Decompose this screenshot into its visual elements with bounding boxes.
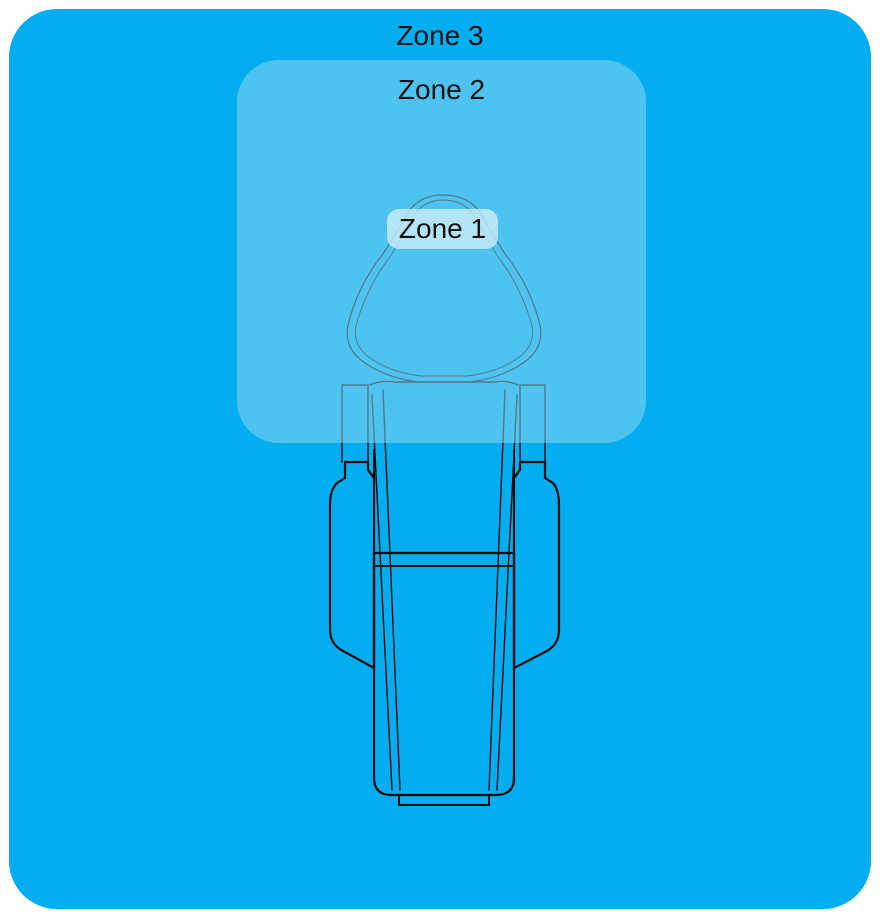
right-armrest bbox=[512, 460, 561, 670]
seat bbox=[372, 551, 516, 797]
zone-1-label: Zone 1 bbox=[398, 213, 487, 244]
zone-2-label: Zone 2 bbox=[397, 74, 486, 105]
zone-2-area bbox=[237, 60, 646, 443]
zone-3-label: Zone 3 bbox=[396, 20, 484, 51]
zone-1-area bbox=[387, 209, 498, 249]
left-armrest bbox=[328, 460, 376, 670]
